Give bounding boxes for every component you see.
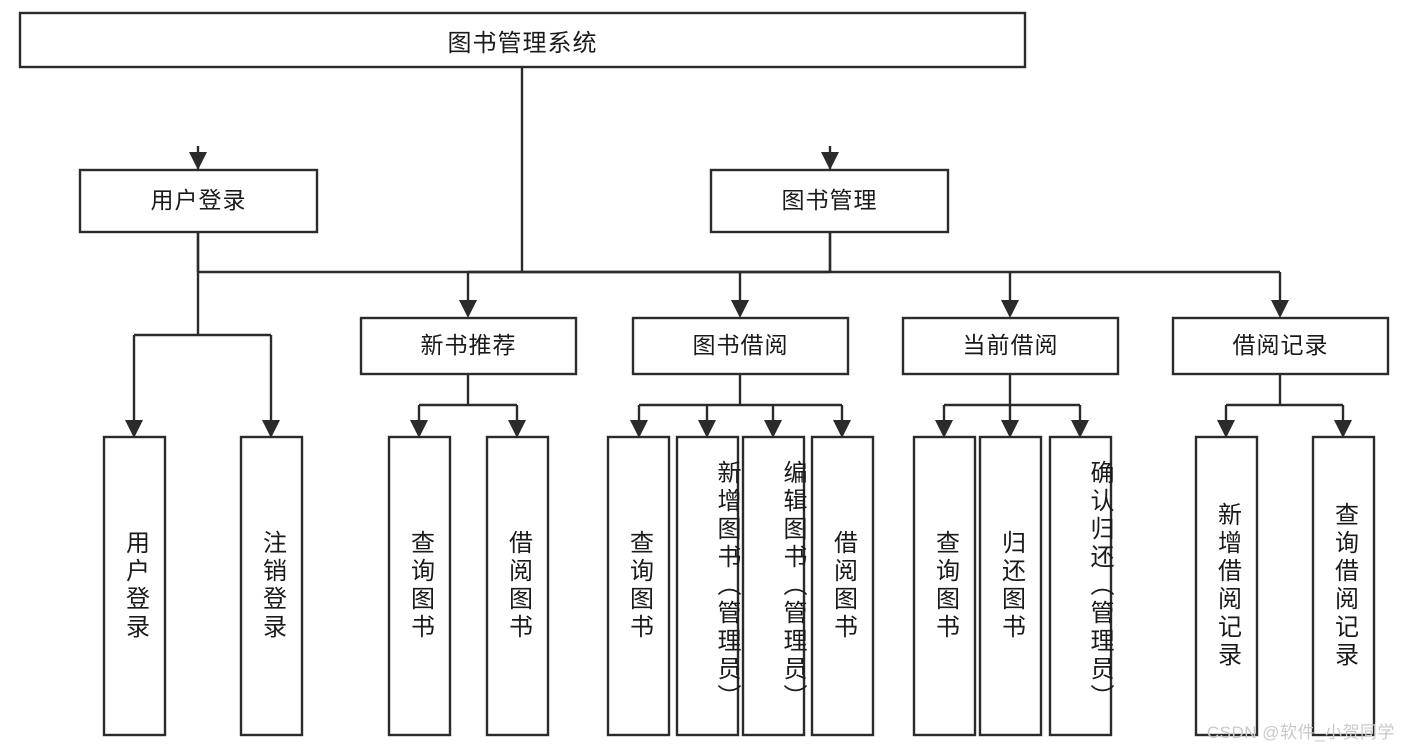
node-box-leaf-query-book-2[interactable] [606,435,671,737]
arrow-head-icon [508,420,526,438]
connector-group-book-borrow [630,374,851,438]
arrow-head-icon [833,420,851,438]
node-box-leaf-query-record[interactable] [1311,435,1376,737]
node-box-leaf-logout[interactable] [239,435,304,737]
node-box-leaf-query-book-1[interactable] [387,435,452,737]
node-box-new-book-recommend[interactable] [359,316,578,376]
node-box-leaf-edit-book[interactable] [741,435,806,737]
connector-group-current-borrow [935,374,1089,438]
node-box-book-borrow[interactable] [631,316,850,376]
arrow-head-icon [1217,420,1235,438]
arrow-head-icon [1001,300,1019,318]
node-box-leaf-add-book[interactable] [675,435,740,737]
node-box-user-login[interactable] [78,168,319,234]
node-box-book-management[interactable] [709,168,950,234]
connector-group-user-login [125,232,280,438]
arrow-head-icon [821,152,839,170]
node-box-leaf-return-book[interactable] [978,435,1043,737]
arrow-head-icon [1071,420,1089,438]
node-box-current-borrow[interactable] [901,316,1120,376]
arrow-head-icon [410,420,428,438]
node-box-leaf-borrow-book-1[interactable] [485,435,550,737]
connector-group-level1-arrows [189,152,839,170]
node-box-leaf-borrow-book-2[interactable] [810,435,875,737]
node-box-borrow-record[interactable] [1171,316,1390,376]
arrow-head-icon [1001,420,1019,438]
node-box-leaf-confirm-return[interactable] [1048,435,1113,737]
arrow-head-icon [1271,300,1289,318]
arrow-head-icon [764,420,782,438]
node-box-root[interactable] [18,11,1027,69]
node-box-leaf-user-login[interactable] [102,435,167,737]
arrow-head-icon [459,300,477,318]
arrow-head-icon [731,300,749,318]
arrow-head-icon [262,420,280,438]
node-box-leaf-add-record[interactable] [1194,435,1259,737]
arrow-head-icon [189,152,207,170]
connector-group-borrow-record [1217,374,1352,438]
arrow-head-icon [125,420,143,438]
connector-group-book-management [459,232,1289,318]
arrow-head-icon [698,420,716,438]
node-box-leaf-query-book-3[interactable] [912,435,977,737]
csdn-watermark: CSDN @软件_小贺同学 [1206,723,1395,742]
arrow-head-icon [935,420,953,438]
arrow-head-icon [1334,420,1352,438]
arrow-head-icon [630,420,648,438]
connector-group-new-book-recommend [410,374,526,438]
